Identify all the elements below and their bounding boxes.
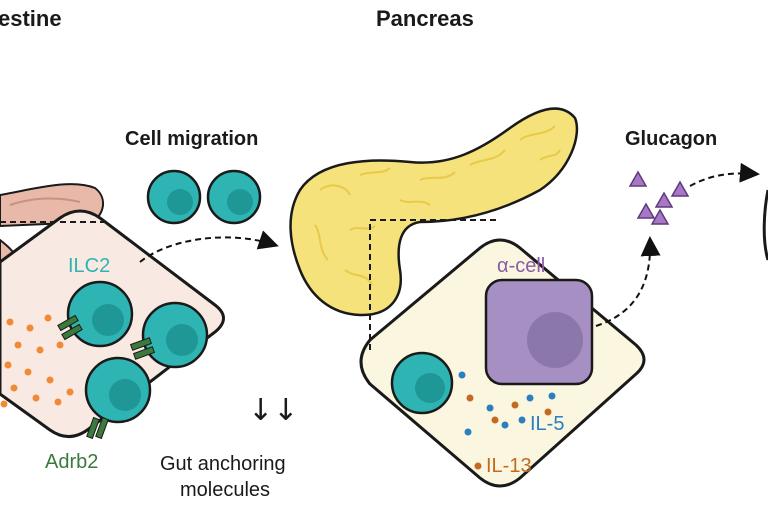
il13-label: IL-13 bbox=[486, 455, 532, 477]
adrb2-label: Adrb2 bbox=[45, 451, 98, 473]
gut-anchoring-label-line2: molecules bbox=[180, 479, 270, 501]
il5-dots bbox=[458, 371, 556, 436]
glucagon-label: Glucagon bbox=[625, 128, 717, 150]
migrating-cell bbox=[206, 169, 262, 225]
migration-arrow bbox=[139, 230, 279, 263]
pancreas-texture bbox=[314, 125, 561, 286]
il13-dots bbox=[466, 394, 552, 470]
pancreas-title: Pancreas bbox=[376, 6, 474, 31]
pancreas-organ bbox=[289, 107, 579, 317]
il5-label: IL-5 bbox=[530, 413, 564, 435]
adrb2-receptor bbox=[57, 314, 156, 440]
alpha-cell-nucleus bbox=[527, 312, 583, 368]
migrating-cell bbox=[146, 169, 202, 225]
pancreas-ilc2-cell bbox=[390, 351, 454, 415]
gut-anchoring-label-line1: Gut anchoring bbox=[160, 453, 286, 475]
right-organ-edge bbox=[762, 189, 768, 261]
ilc2-label: ILC2 bbox=[68, 255, 110, 277]
ilc2-cell bbox=[66, 280, 134, 348]
glucagon-molecules bbox=[628, 170, 690, 225]
pancreas-dash-line bbox=[369, 219, 500, 350]
cell-migration-label: Cell migration bbox=[125, 128, 258, 150]
alpha-cell-label: α-cell bbox=[497, 255, 545, 277]
glucagon-output-arrow bbox=[689, 162, 760, 187]
ilc2-cell bbox=[141, 301, 209, 369]
glucagon-release-arrow bbox=[595, 236, 661, 327]
down-arrows: ↓↓ bbox=[248, 393, 298, 428]
ilc2-cell bbox=[84, 356, 152, 424]
intestine-title: estine bbox=[0, 6, 62, 31]
